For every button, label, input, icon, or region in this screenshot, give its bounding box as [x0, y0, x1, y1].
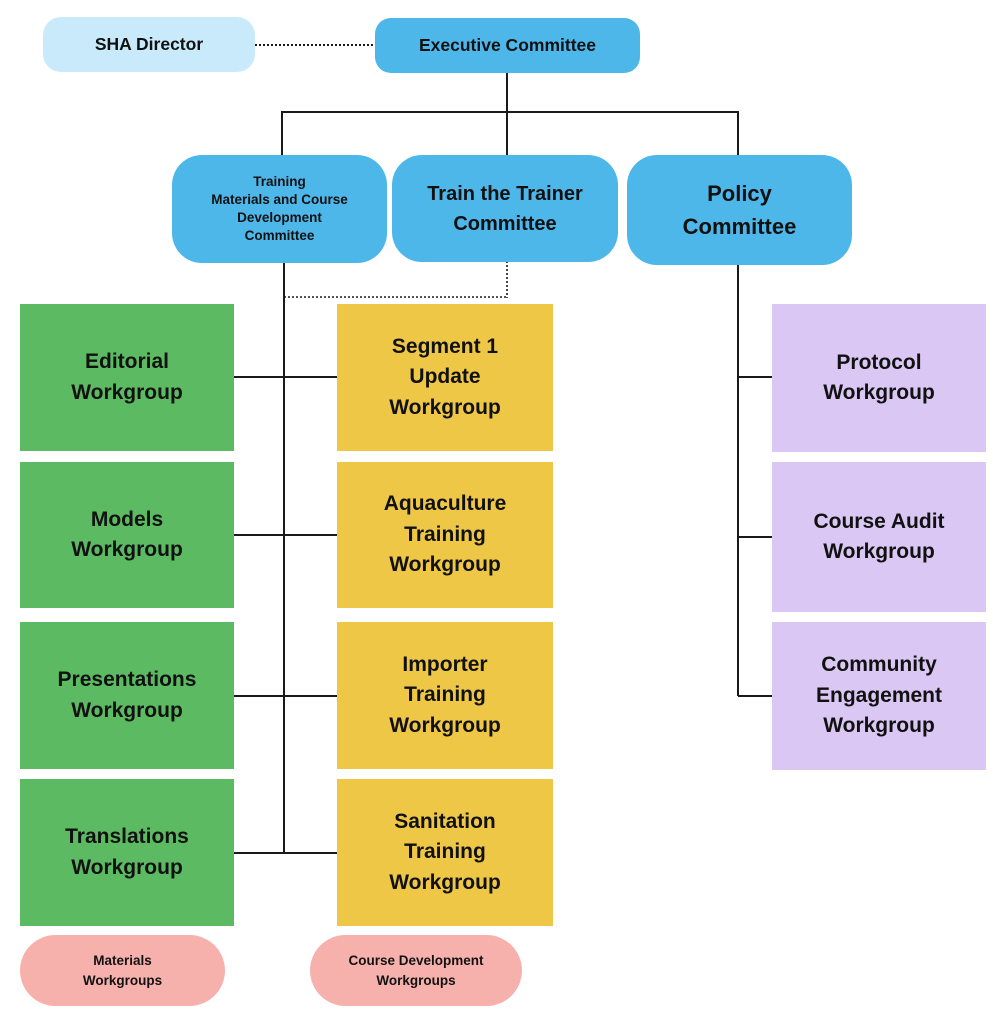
- models-workgroup-box: Models Workgroup: [20, 462, 234, 608]
- presentations-workgroup-box: Presentations Workgroup: [20, 622, 234, 769]
- sanitation-training-workgroup-box: Sanitation Training Workgroup: [337, 779, 553, 926]
- protocol-workgroup-box: Protocol Workgroup: [772, 304, 986, 452]
- training-materials-committee-box: Training Materials and Course Developmen…: [172, 155, 387, 263]
- sha-director-label: SHA Director: [94, 34, 204, 54]
- course-development-workgroups-pill: Course Development Workgroups: [310, 935, 522, 1006]
- translations-workgroup-box: Translations Workgroup: [20, 779, 234, 926]
- train-the-trainer-committee-box: Train the Trainer Committee: [392, 155, 618, 262]
- course-audit-workgroup-box: Course Audit Workgroup: [772, 462, 986, 612]
- editorial-workgroup-box: Editorial Workgroup: [20, 304, 234, 451]
- segment1-update-workgroup-box: Segment 1 Update Workgroup: [337, 304, 553, 451]
- community-engagement-workgroup-box: Community Engagement Workgroup: [772, 622, 986, 770]
- executive-committee-box: Executive Committee: [375, 18, 640, 73]
- importer-training-workgroup-box: Importer Training Workgroup: [337, 622, 553, 769]
- aquaculture-training-workgroup-box: Aquaculture Training Workgroup: [337, 462, 553, 608]
- executive-committee-label: Executive Committee: [418, 35, 596, 55]
- sha-director-box: SHA Director: [43, 17, 255, 72]
- policy-committee-box: Policy Committee: [627, 155, 852, 265]
- materials-workgroups-pill: Materials Workgroups: [20, 935, 225, 1006]
